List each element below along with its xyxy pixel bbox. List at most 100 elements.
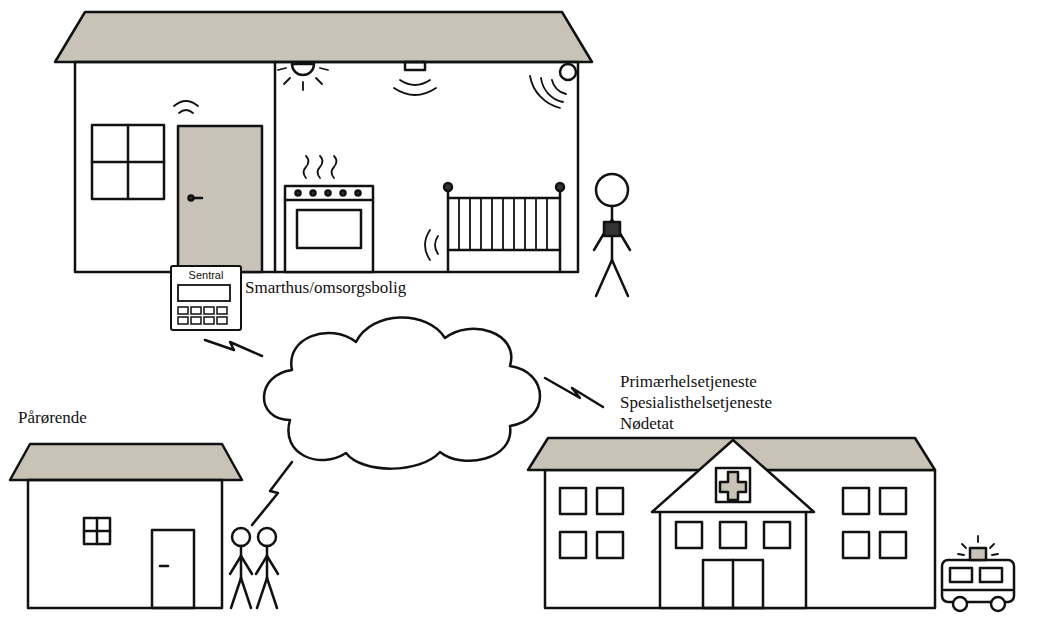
ambulance-part: [990, 544, 994, 548]
cloud: [264, 317, 540, 468]
resident-figure-part: [596, 174, 628, 206]
door-sensor-part: [179, 110, 193, 113]
device-key: [178, 307, 188, 314]
relative-figures-part: [266, 546, 269, 578]
ceiling-light-part: [278, 68, 286, 70]
corner-sensor-part: [541, 78, 563, 102]
hospital-part: [560, 532, 586, 558]
device-key: [178, 317, 188, 324]
wireless-link-part: [252, 462, 292, 525]
stove-part: [311, 191, 316, 196]
relative-figures-part: [241, 556, 252, 574]
hospital-part: [764, 522, 790, 548]
smart-house-part: [274, 62, 277, 272]
hospital-part: [720, 522, 746, 548]
crib-part: [435, 236, 438, 254]
smart-house: [55, 12, 592, 272]
health-service-node: PrimærhelsetjenesteSpesialisthelsetjenes…: [528, 368, 1008, 612]
ceiling-light-part: [316, 78, 322, 84]
hospital-part: [880, 532, 906, 558]
relative-figures-part: [256, 556, 267, 574]
resident-figure-part: [612, 260, 628, 296]
ambulance-part: [991, 597, 1005, 611]
relative-figures-part: [241, 578, 251, 608]
ambulance: [942, 536, 1014, 611]
ambulance-part: [980, 568, 1002, 582]
hospital-part: [732, 560, 735, 608]
relative-home-node: Pårørende: [10, 400, 250, 612]
ambulance-part: [962, 544, 966, 548]
ceiling-sensor-part: [400, 80, 430, 85]
place-label: Pårørende: [18, 408, 87, 428]
device-key: [217, 307, 227, 314]
door-part: [178, 126, 262, 272]
hospital-part: [652, 440, 814, 512]
door-sensor: [174, 101, 198, 113]
resident-figure-part: [596, 260, 612, 296]
device-key: [217, 317, 227, 324]
ceiling-light: [278, 64, 328, 90]
relative-house-part: [160, 565, 168, 568]
crib-part: [459, 198, 547, 250]
ambulance-part: [950, 568, 972, 582]
device-key: [204, 307, 214, 314]
alarm-central: Sentral: [170, 265, 242, 331]
house-node: SentralSmarthus/omsorgsbolig: [55, 8, 655, 302]
relative-figures: [230, 528, 278, 608]
stove-part: [326, 191, 331, 196]
crib-part: [556, 183, 564, 191]
device-key: [204, 317, 214, 324]
hospital-part: [660, 505, 806, 608]
crib-part: [448, 249, 560, 252]
crib-part: [444, 183, 452, 191]
smart-house-part: [75, 62, 578, 272]
relative-figures-part: [267, 578, 277, 608]
ambulance-part: [942, 560, 1014, 602]
cloud-part: [264, 317, 540, 468]
hospital-part: [843, 488, 869, 514]
device-keypad: [172, 283, 236, 329]
relative-house-part: [152, 530, 194, 608]
stove-part: [304, 156, 309, 178]
relative-house-part: [84, 518, 110, 544]
smart-house-part: [55, 12, 592, 62]
crib-part: [559, 190, 562, 272]
crib-part: [425, 230, 430, 260]
hospital-part: [843, 532, 869, 558]
corner-sensor: [530, 64, 576, 108]
ambulance-part: [992, 554, 998, 555]
wireless-link-part: [545, 378, 603, 407]
ambulance-part: [944, 589, 1012, 592]
stove-part: [285, 186, 373, 272]
relative-figures-part: [232, 528, 250, 546]
relative-figures-part: [230, 556, 241, 574]
resident-figure: [594, 174, 630, 296]
corner-sensor-part: [560, 64, 576, 80]
smart-house-part: [92, 125, 164, 199]
smart-house-part: [92, 161, 164, 164]
ambulance-part: [970, 548, 986, 560]
relative-house-part: [10, 444, 242, 480]
hospital: [528, 438, 935, 608]
stove: [285, 156, 373, 272]
relative-figures-part: [240, 546, 243, 578]
stove-part: [341, 191, 346, 196]
ambulance-part: [977, 536, 979, 542]
resident-figure-part: [604, 222, 620, 236]
hospital-part: [597, 488, 623, 514]
ceiling-light-part: [320, 68, 328, 70]
place-label: Spesialisthelsetjeneste: [620, 393, 772, 413]
stove-part: [318, 156, 323, 178]
place-label: Smarthus/omsorgsbolig: [245, 278, 406, 298]
ceiling-light-part: [284, 78, 290, 84]
stove-part: [332, 156, 337, 178]
stove-part: [285, 199, 373, 202]
hospital-part: [720, 472, 746, 500]
device-key: [191, 307, 201, 314]
ambulance-part: [958, 554, 964, 555]
crib: [425, 183, 564, 272]
relative-house-part: [84, 530, 110, 533]
ceiling-sensor: [394, 62, 436, 95]
